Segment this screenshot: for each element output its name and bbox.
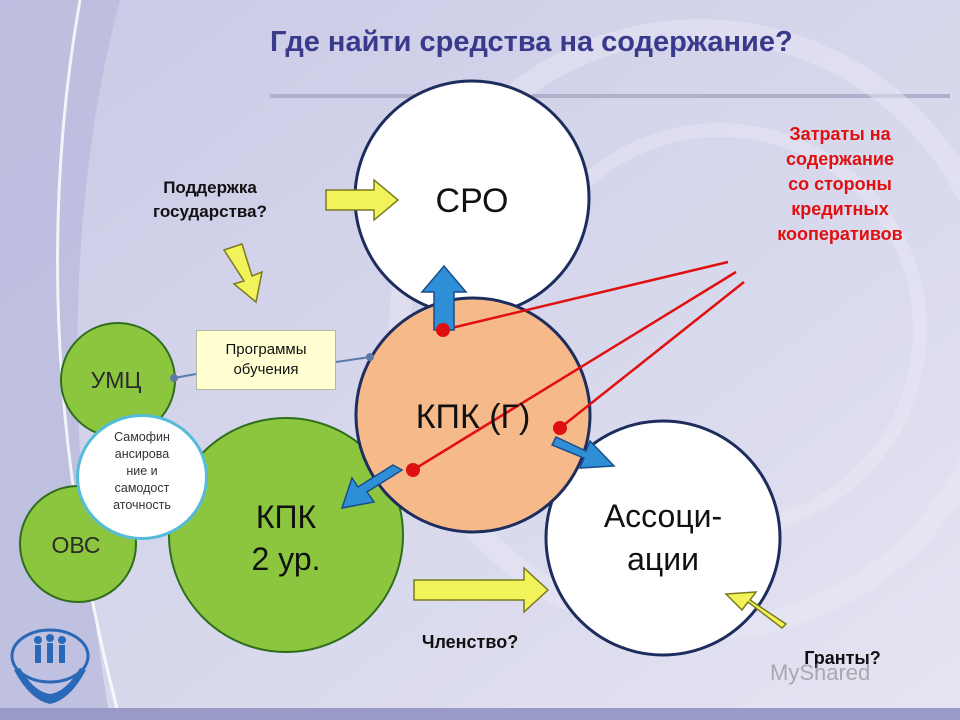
ovs-label: ОВС <box>51 532 100 558</box>
umc-label: УМЦ <box>91 367 142 393</box>
membership-label: Членство? <box>421 632 519 652</box>
associations-circle <box>544 419 782 657</box>
arrow-down-right-icon <box>550 436 616 469</box>
associations-label-line2: ации <box>627 541 699 577</box>
arrow-right-icon <box>325 178 400 222</box>
cost-dots <box>406 323 567 477</box>
sro-label: СРО <box>436 182 509 220</box>
arrow-up-left-icon <box>724 591 788 629</box>
cost-lines <box>412 260 745 472</box>
arrow-down-left-icon <box>340 464 404 509</box>
associations-label-line1: Ассоци- <box>604 498 722 534</box>
government-support-label: Поддержка государства? <box>153 178 267 221</box>
cooperative-logo-icon <box>10 628 90 704</box>
arrow-right-icon <box>413 566 550 614</box>
kpk2-label-line1: КПК <box>256 499 317 535</box>
watermark: MyShared <box>770 660 871 685</box>
yellow-arrows <box>222 178 788 629</box>
connector-line <box>335 356 371 363</box>
cooperative-costs-label: Затраты на содержание со стороны кредитн… <box>777 124 903 244</box>
training-programs-box: Программы обучения <box>196 330 336 390</box>
arrow-up-icon <box>420 264 468 331</box>
self-financing-circle: Самофин ансирова ние и самодост аточност… <box>76 414 208 540</box>
connector-dot <box>170 374 178 382</box>
arrow-down-icon <box>222 243 264 304</box>
kpk-g-label: КПК (Г) <box>416 398 531 436</box>
grants-label: Гранты? <box>804 648 881 668</box>
kpk2-label-line2: 2 ур. <box>251 541 320 577</box>
kpk2-circle <box>168 417 404 653</box>
connector-dot <box>366 353 374 361</box>
blue-arrows <box>340 264 616 509</box>
page-title: Где найти средства на содержание? <box>270 26 793 58</box>
